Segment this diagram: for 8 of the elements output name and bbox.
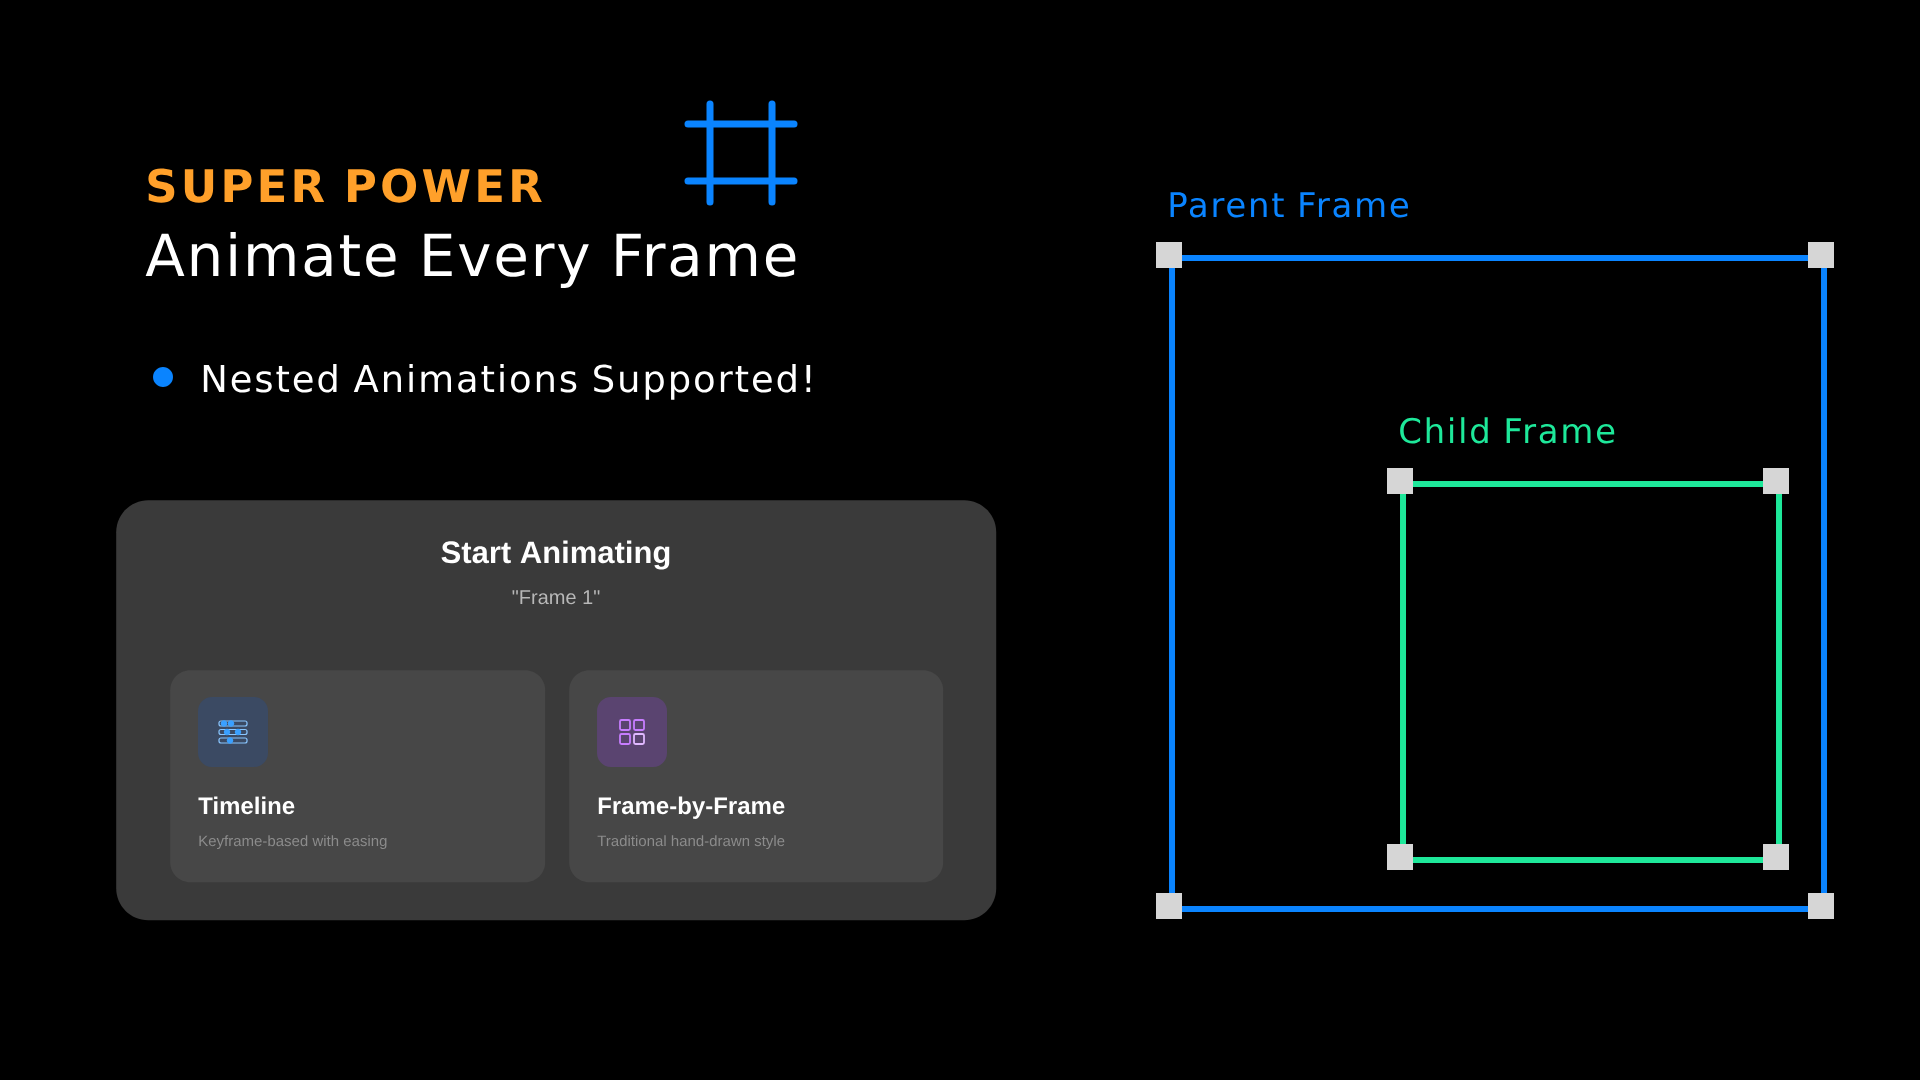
selection-frame: Child Frame <box>1387 417 1789 870</box>
option-card: Frame-by-Frame Traditional hand-drawn style <box>569 670 944 883</box>
eyebrow-text: SUPER POWER <box>148 168 542 203</box>
bullet-text: Nested Animations Supported! <box>203 363 811 400</box>
option-card: Timeline Keyframe-based with easing <box>170 670 546 883</box>
node-label: Parent Frame <box>1170 192 1408 218</box>
headline: Animate Every Frame <box>145 231 796 289</box>
node-label: Child Frame <box>1400 417 1615 444</box>
